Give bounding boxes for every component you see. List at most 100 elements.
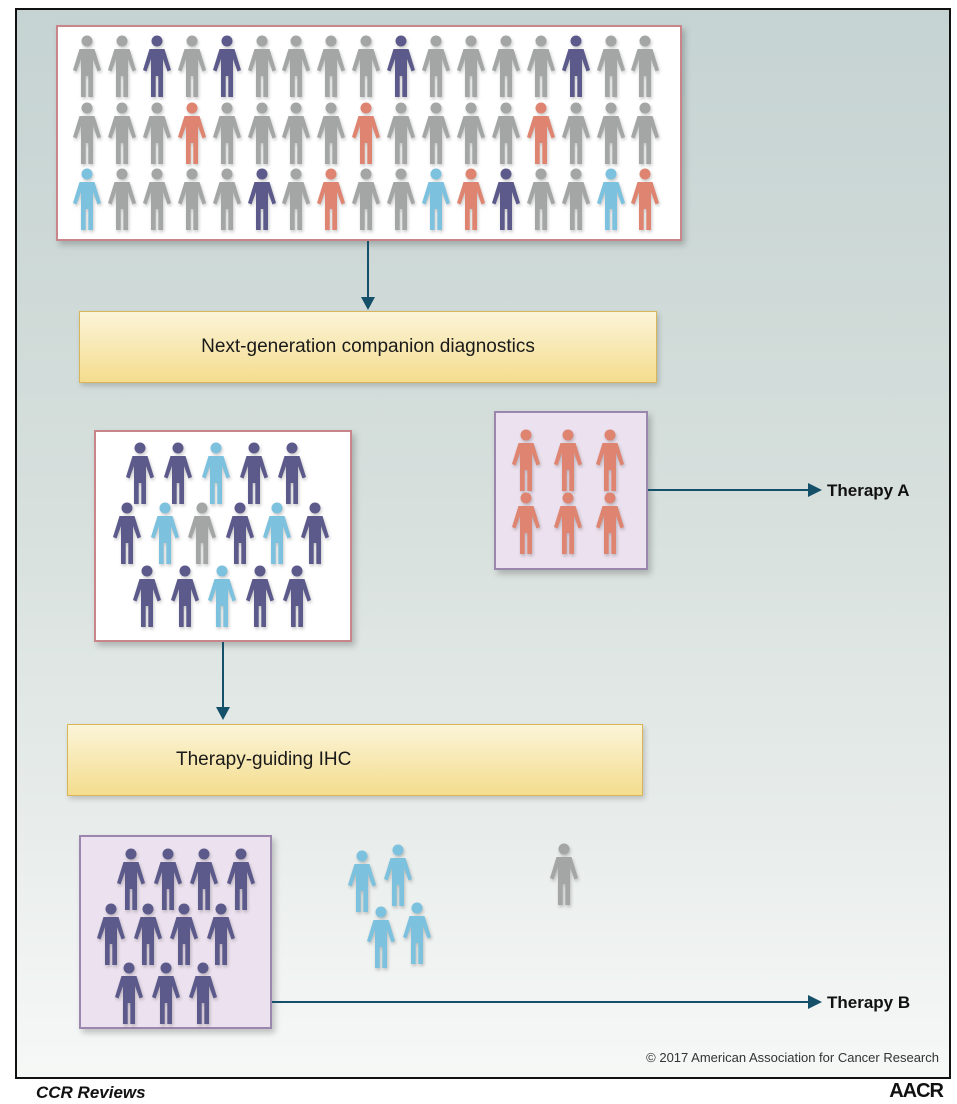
- person-icon: [107, 35, 137, 99]
- person-icon: [142, 102, 172, 166]
- person-icon: [511, 492, 541, 556]
- aacr-logo: AACR: [889, 1080, 944, 1102]
- person-icon: [281, 102, 311, 166]
- person-icon: [125, 442, 155, 506]
- person-icon: [142, 168, 172, 232]
- person-icon: [112, 502, 142, 566]
- person-icon: [561, 168, 591, 232]
- person-icon: [596, 35, 626, 99]
- person-icon: [526, 35, 556, 99]
- person-icon: [549, 843, 579, 907]
- person-icon: [316, 35, 346, 99]
- person-icon: [212, 168, 242, 232]
- therapy-b-label: Therapy B: [827, 993, 911, 1012]
- person-icon: [107, 168, 137, 232]
- person-icon: [596, 102, 626, 166]
- person-icon: [114, 962, 144, 1026]
- person-icon: [491, 35, 521, 99]
- person-icon: [526, 102, 556, 166]
- person-icon: [169, 903, 199, 967]
- person-icon: [150, 502, 180, 566]
- person-icon: [351, 168, 381, 232]
- person-icon: [456, 35, 486, 99]
- person-icon: [456, 168, 486, 232]
- person-icon: [347, 850, 377, 914]
- person-icon: [553, 492, 583, 556]
- person-icon: [189, 848, 219, 912]
- person-icon: [153, 848, 183, 912]
- person-icon: [177, 168, 207, 232]
- person-icon: [72, 102, 102, 166]
- person-icon: [553, 429, 583, 493]
- person-icon: [511, 429, 541, 493]
- person-icon: [72, 168, 102, 232]
- person-icon: [226, 848, 256, 912]
- person-icon: [212, 102, 242, 166]
- arrow-population-to-ngs: [361, 241, 375, 316]
- person-icon: [282, 565, 312, 629]
- ngs-diagnostics-step: Next-generation companion diagnostics: [79, 311, 657, 383]
- person-icon: [132, 565, 162, 629]
- person-icon: [402, 902, 432, 966]
- person-icon: [212, 35, 242, 99]
- person-icon: [177, 102, 207, 166]
- person-icon: [187, 502, 217, 566]
- person-icon: [72, 35, 102, 99]
- person-icon: [366, 906, 396, 970]
- person-icon: [116, 848, 146, 912]
- arrow-to-therapy-b: [272, 994, 824, 1015]
- person-icon: [630, 102, 660, 166]
- figure-frame: Next-generation companion diagnostics Th…: [15, 8, 951, 1079]
- person-icon: [630, 168, 660, 232]
- person-icon: [239, 442, 269, 506]
- person-icon: [561, 35, 591, 99]
- person-icon: [595, 429, 625, 493]
- copyright-notice: © 2017 American Association for Cancer R…: [646, 1050, 939, 1065]
- person-icon: [177, 35, 207, 99]
- person-icon: [281, 168, 311, 232]
- person-icon: [262, 502, 292, 566]
- person-icon: [206, 903, 236, 967]
- person-icon: [201, 442, 231, 506]
- person-icon: [207, 565, 237, 629]
- person-icon: [133, 903, 163, 967]
- person-icon: [316, 102, 346, 166]
- ihc-label: Therapy-guiding IHC: [176, 749, 352, 770]
- person-icon: [421, 35, 451, 99]
- person-icon: [277, 442, 307, 506]
- person-icon: [170, 565, 200, 629]
- ihc-step: Therapy-guiding IHC: [67, 724, 643, 796]
- person-icon: [188, 962, 218, 1026]
- person-icon: [595, 492, 625, 556]
- person-icon: [386, 35, 416, 99]
- person-icon: [247, 102, 277, 166]
- person-icon: [383, 844, 413, 908]
- therapy-a-label: Therapy A: [827, 481, 910, 500]
- person-icon: [491, 102, 521, 166]
- person-icon: [386, 168, 416, 232]
- arrow-to-therapy-a: [648, 482, 824, 503]
- person-icon: [491, 168, 521, 232]
- journal-name: CCR Reviews: [36, 1083, 146, 1102]
- person-icon: [421, 102, 451, 166]
- person-icon: [561, 102, 591, 166]
- person-icon: [245, 565, 275, 629]
- person-icon: [281, 35, 311, 99]
- person-icon: [225, 502, 255, 566]
- person-icon: [421, 168, 451, 232]
- person-icon: [151, 962, 181, 1026]
- person-icon: [316, 168, 346, 232]
- person-icon: [526, 168, 556, 232]
- person-icon: [142, 35, 172, 99]
- person-icon: [247, 168, 277, 232]
- person-icon: [630, 35, 660, 99]
- person-icon: [247, 35, 277, 99]
- person-icon: [300, 502, 330, 566]
- person-icon: [163, 442, 193, 506]
- person-icon: [96, 903, 126, 967]
- person-icon: [107, 102, 137, 166]
- arrow-ngs-negative-to-ihc: [216, 642, 230, 727]
- person-icon: [351, 102, 381, 166]
- person-icon: [596, 168, 626, 232]
- person-icon: [386, 102, 416, 166]
